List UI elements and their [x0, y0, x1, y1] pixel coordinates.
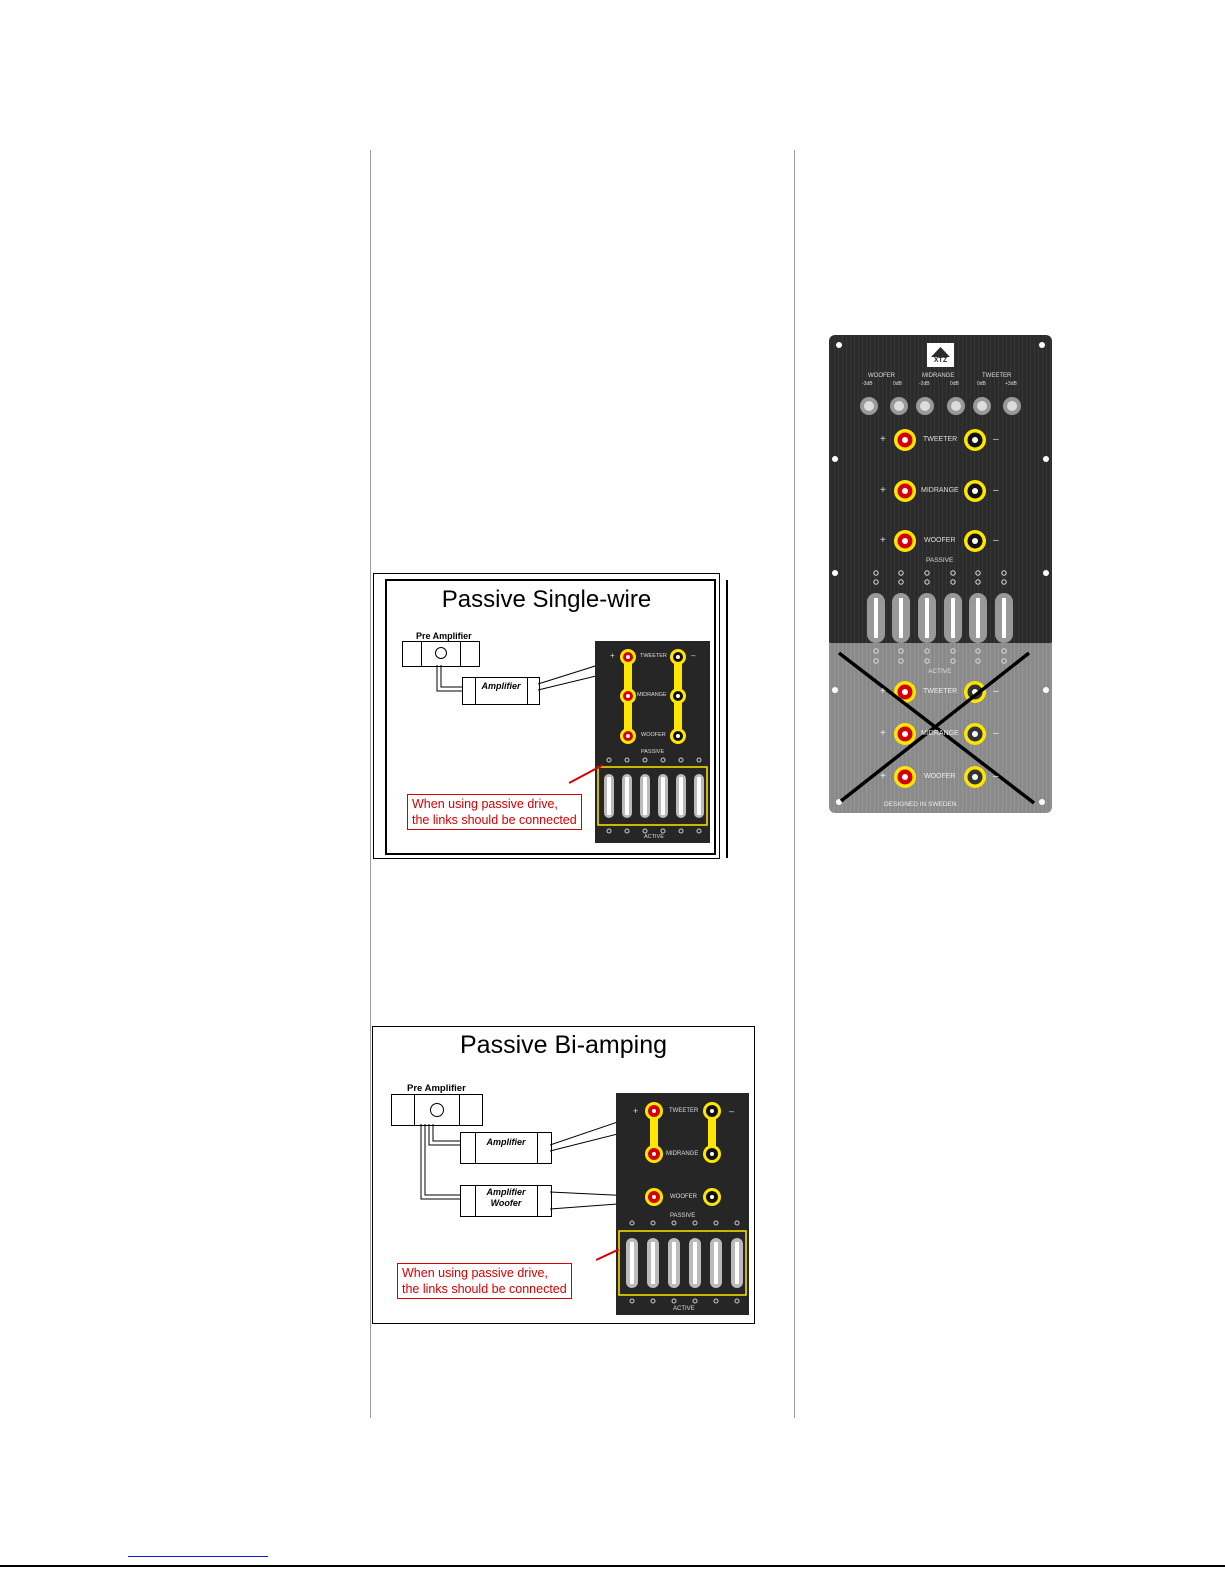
- diagram-passive-single-wire: Passive Single-wire Pre Amplifier Amplif…: [373, 573, 728, 859]
- amplifier-label: Amplifier: [481, 681, 521, 691]
- amplifier-label: Amplifier: [486, 1137, 526, 1147]
- level-plus3: +3dB: [1005, 381, 1017, 387]
- plus-sign-1: +: [880, 434, 886, 445]
- label-active: ACTIVE: [928, 668, 952, 675]
- minus-sign-1: –: [993, 434, 999, 445]
- post-label-midrange: MIDRANGE: [921, 487, 959, 494]
- knob-icon: [435, 647, 447, 659]
- pre-amplifier-label: Pre Amplifier: [407, 1083, 466, 1094]
- panel-label-woofer: WOOFER: [670, 1194, 697, 1200]
- minus-sign: –: [691, 651, 696, 660]
- minus-sign-3: –: [993, 535, 999, 546]
- post-label-tweeter: TWEETER: [923, 436, 958, 443]
- panel-label-tweeter: TWEETER: [669, 1108, 699, 1114]
- plus-sign-4: +: [880, 686, 886, 697]
- minus-sign-2: –: [993, 485, 999, 496]
- note-line-1: When using passive drive,: [412, 797, 558, 811]
- terminal-panel: [616, 1093, 749, 1315]
- plus-sign: +: [633, 1106, 639, 1116]
- panel-label-midrange: MIDRANGE: [666, 1151, 699, 1157]
- diagram-title: Passive Single-wire: [441, 586, 652, 613]
- amplifier-box: Amplifier: [460, 1132, 552, 1164]
- plus-sign-6: +: [880, 771, 886, 782]
- post-label-tweeter-lower: TWEETER: [923, 688, 958, 695]
- level-0c: 0dB: [977, 381, 986, 387]
- label-passive: PASSIVE: [926, 557, 954, 564]
- level-minus3: -3dB: [862, 381, 873, 387]
- rear-panel-drawing: [829, 335, 1052, 813]
- amplifier-box: Amplifier: [462, 677, 540, 705]
- minus-sign-5: –: [993, 728, 999, 739]
- post-label-midrange-lower: MIDRANGE: [921, 730, 959, 737]
- level-0a: 0dB: [893, 381, 902, 387]
- pre-amplifier-label: Pre Amplifier: [416, 631, 472, 641]
- panel-label-passive: PASSIVE: [641, 749, 665, 755]
- panel-label-passive: PASSIVE: [670, 1213, 696, 1219]
- note-line-2: the links should be connected: [412, 813, 577, 827]
- column-divider-left: [370, 150, 371, 1418]
- knob-icon: [430, 1103, 444, 1117]
- section-label-tweeter: TWEETER: [982, 373, 1012, 379]
- level-0b: 0dB: [950, 381, 959, 387]
- panel-label-midrange: MIDRANGE: [637, 692, 667, 698]
- pre-amplifier-box: [391, 1094, 483, 1126]
- terminal-panel: [595, 641, 710, 843]
- diagram-passive-bi-amping: Passive Bi-amping Pre Amplifier Amplifie…: [372, 1026, 755, 1324]
- panel-label-active: ACTIVE: [644, 834, 664, 840]
- plus-sign-5: +: [880, 728, 886, 739]
- plus-sign: +: [610, 651, 615, 660]
- column-divider-right: [794, 150, 795, 1418]
- panel-label-active: ACTIVE: [673, 1306, 695, 1312]
- plus-sign-3: +: [880, 535, 886, 546]
- minus-sign-4: –: [993, 686, 999, 697]
- note-line-1: When using passive drive,: [402, 1266, 548, 1280]
- footer-link-underline[interactable]: [128, 1556, 268, 1557]
- logo-text: XTZ: [933, 357, 948, 364]
- minus-sign: –: [729, 1106, 735, 1116]
- section-label-woofer: WOOFER: [868, 373, 895, 379]
- panel-label-woofer: WOOFER: [641, 732, 666, 738]
- minus-sign-6: –: [993, 771, 999, 782]
- designed-in-sweden: DESIGNED IN SWEDEN: [884, 801, 957, 808]
- passive-drive-note: When using passive drive, the links shou…: [397, 1263, 572, 1299]
- amplifier-woofer-label-2: Woofer: [490, 1198, 522, 1208]
- post-label-woofer: WOOFER: [924, 537, 956, 544]
- diagram-inner-frame: [385, 579, 716, 855]
- post-label-woofer-lower: WOOFER: [924, 773, 956, 780]
- amplifier-woofer-box: Amplifier Woofer: [460, 1185, 552, 1217]
- amplifier-woofer-label-1: Amplifier: [486, 1187, 526, 1197]
- diagram-title: Passive Bi-amping: [459, 1031, 668, 1059]
- level-minus2: -2dB: [919, 381, 930, 387]
- diagram-shadow-edge: [726, 580, 728, 858]
- plus-sign-2: +: [880, 485, 886, 496]
- passive-drive-note: When using passive drive, the links shou…: [407, 794, 582, 830]
- section-label-midrange: MIDRANGE: [922, 373, 955, 379]
- note-line-2: the links should be connected: [402, 1282, 567, 1296]
- speaker-rear-panel: XTZ WOOFER MIDRANGE TWEETER -3dB 0dB -2d…: [829, 335, 1052, 813]
- footer-rule: [0, 1565, 1225, 1567]
- panel-label-tweeter: TWEETER: [640, 653, 667, 659]
